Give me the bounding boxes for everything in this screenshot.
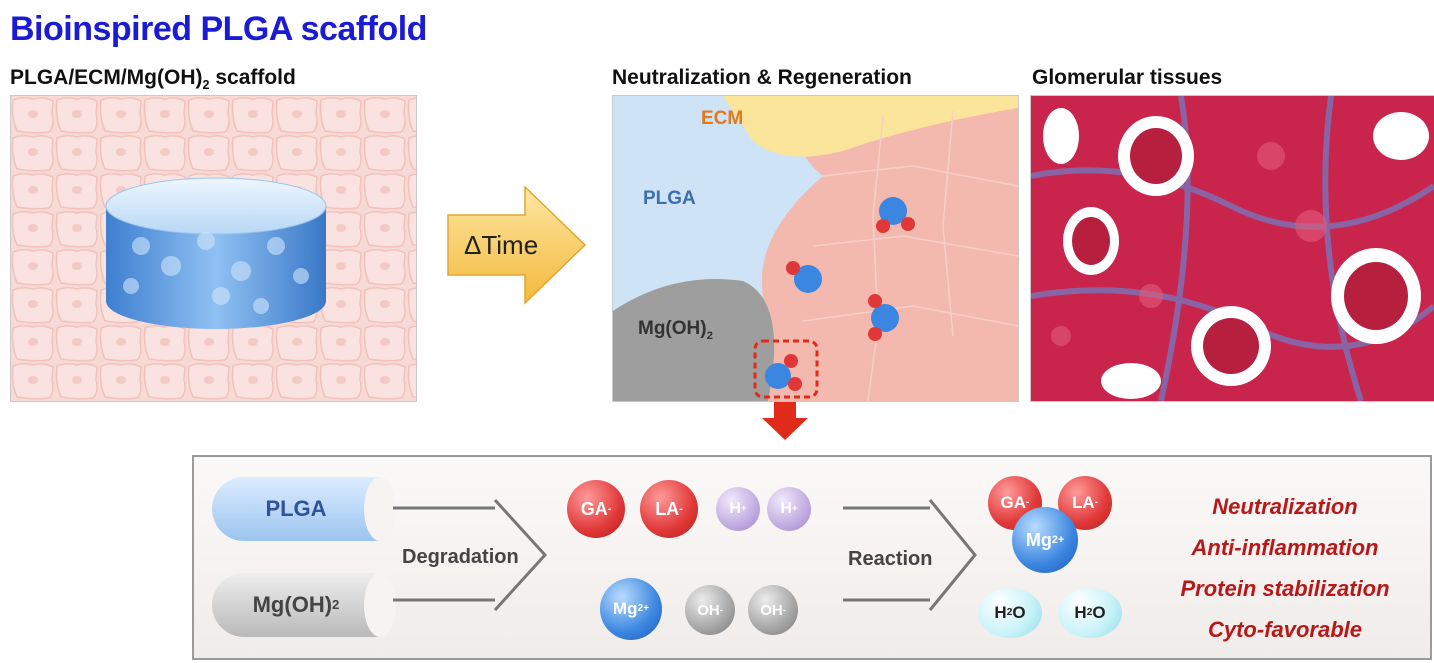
oh-ion-2: OH- <box>748 585 798 635</box>
reaction-label: Reaction <box>848 548 933 570</box>
glomerular-histology-image <box>1031 96 1434 401</box>
plga-input-pill: PLGA <box>212 477 396 541</box>
reaction-arrows <box>843 499 977 611</box>
plga-label: PLGA <box>643 188 696 209</box>
mg-oh2-input-pill: Mg(OH)2 <box>212 573 396 637</box>
neutralization-panel-label: Neutralization & Regeneration <box>612 66 912 89</box>
la-ion: LA- <box>640 480 698 538</box>
effect-item: Neutralization <box>1212 494 1358 519</box>
neutralization-illustration <box>613 96 1018 401</box>
effect-item: Anti-inflammation <box>1191 535 1379 560</box>
scaffold-panel-label: PLGA/ECM/Mg(OH)2 scaffold <box>10 66 296 93</box>
effects-list: Neutralization Anti-inflammation Protein… <box>1150 486 1420 650</box>
ga-ion: GA- <box>567 480 625 538</box>
mechanism-box <box>192 455 1432 660</box>
scaffold-panel <box>10 95 417 402</box>
mg-oh2-label: Mg(OH)2 <box>638 318 713 342</box>
glomerular-panel-label: Glomerular tissues <box>1032 66 1223 89</box>
page-title: Bioinspired PLGA scaffold <box>10 10 427 48</box>
effect-item: Cyto-favorable <box>1207 617 1363 642</box>
scaffold-illustration <box>11 96 416 401</box>
glomerular-panel <box>1030 95 1434 402</box>
time-arrow-label: ΔTime <box>464 230 539 260</box>
degradation-label: Degradation <box>402 546 519 568</box>
effect-item: Protein stabilization <box>1180 576 1390 601</box>
h-ion-2: H+ <box>767 487 811 531</box>
oh-ion-1: OH- <box>685 585 735 635</box>
ecm-label: ECM <box>701 108 744 129</box>
h-ion-1: H+ <box>716 487 760 531</box>
degradation-arrows <box>393 498 548 612</box>
zoom-down-arrow <box>762 402 808 440</box>
neutralization-panel: ECM PLGA Mg(OH)2 <box>612 95 1019 402</box>
time-arrow <box>447 185 587 305</box>
